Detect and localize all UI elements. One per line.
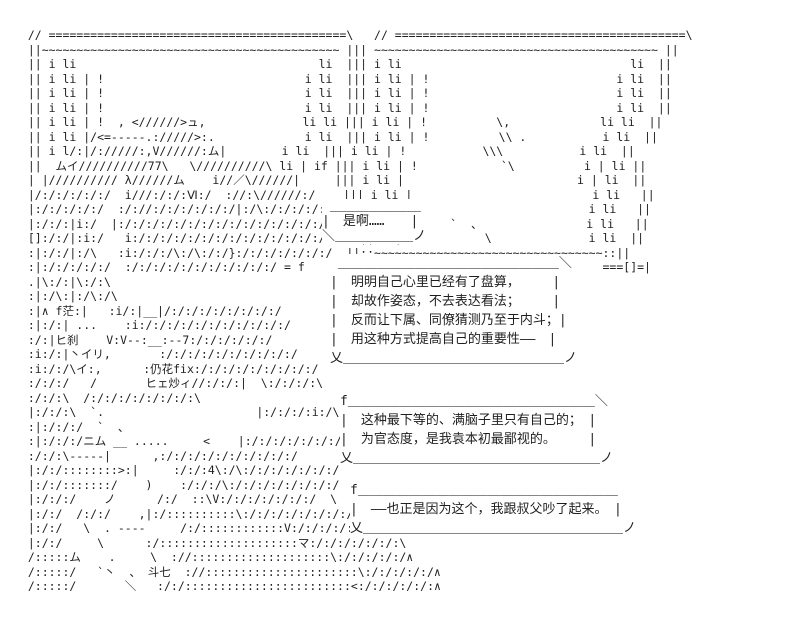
speech-bubble-scheming-officials: ＿＿＿＿＿＿＿＿＿＿＿＿＿＿＿＿＿＼ | 明明自己心里已经有了盘算， | | 却…: [330, 254, 578, 368]
speech-bubble-yuan-benchu-disdain: f＿＿＿＿＿＿＿＿＿＿＿＿＿＿＿＿＿＿＿＼ | 这种最下等的、满脑子里只有自己的…: [340, 392, 614, 468]
speech-bubble-quarrel-with-uncle: f＿＿＿＿＿＿＿＿＿＿＿＿＿＿＿＿＿＿＿＿ | ——也正是因为这个，我跟叔父吵了…: [350, 481, 637, 538]
background-ascii-art: // =====================================…: [27, 28, 693, 593]
speech-bubble-short-reply: ＿＿＿＿＿＿＿ | 是啊…… | ＼＿＿＿＿＿＿ノ: [322, 199, 427, 244]
